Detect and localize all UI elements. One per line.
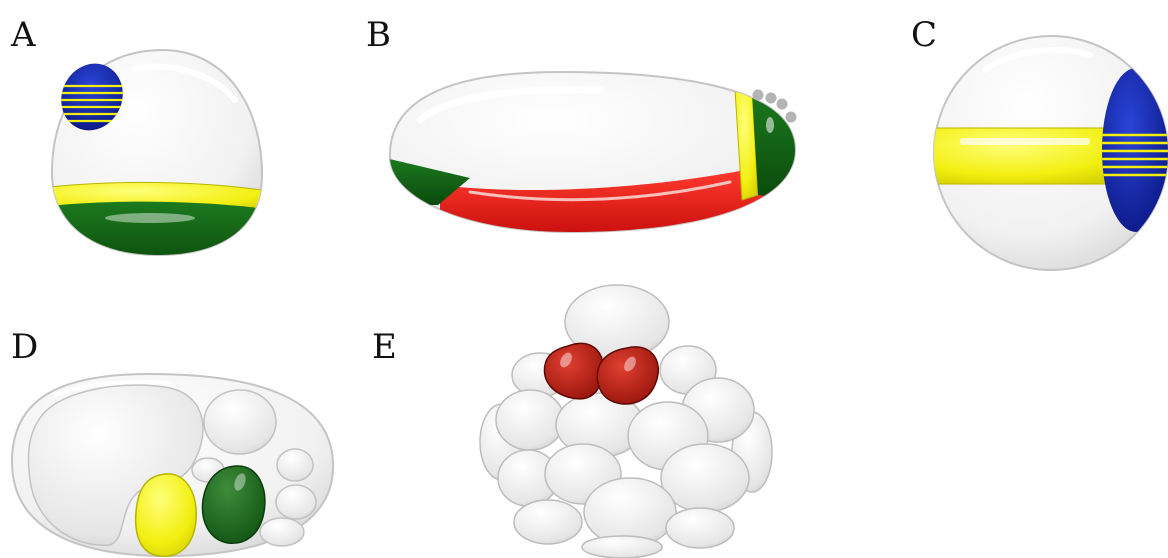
panel-label-d: D bbox=[11, 327, 38, 367]
embryo-a-green-region bbox=[40, 202, 275, 270]
embryo-c-yellow-band bbox=[930, 128, 1130, 184]
embryo-d-green-cell bbox=[202, 466, 264, 543]
panel-c: C bbox=[911, 15, 1168, 270]
embryo-c bbox=[930, 36, 1168, 270]
panel-e: E bbox=[372, 285, 772, 558]
embryo-a-green-highlight bbox=[105, 213, 195, 223]
embryo-d-cell-2 bbox=[204, 390, 276, 454]
embryo-c-yellow-highlight bbox=[960, 138, 1090, 145]
embryo-d bbox=[12, 374, 333, 556]
embryo-b bbox=[385, 72, 800, 245]
panel-label-b: B bbox=[366, 15, 391, 55]
embryo-d-cell-5 bbox=[260, 518, 304, 546]
panel-label-c: C bbox=[911, 15, 937, 55]
embryo-e-cell-bottom-right bbox=[666, 508, 734, 548]
embryo-b-green-right bbox=[752, 90, 800, 200]
embryo-d-cell-3 bbox=[277, 449, 313, 481]
panel-b: B bbox=[366, 15, 800, 245]
embryo-e-cell-left-mid bbox=[496, 390, 564, 450]
embryo-e-cell-base bbox=[582, 536, 662, 558]
panel-a: A bbox=[10, 15, 275, 270]
embryo-d-cell-4 bbox=[276, 485, 316, 519]
embryo-b-green-right-highlight bbox=[766, 117, 774, 133]
embryo-e-cell-bottom-left bbox=[514, 500, 582, 544]
panel-label-e: E bbox=[372, 327, 397, 367]
panel-label-a: A bbox=[10, 15, 36, 55]
embryo-d-yellow-cell bbox=[136, 474, 197, 556]
embryo-e bbox=[480, 285, 772, 558]
panel-d: D bbox=[11, 327, 333, 556]
embryo-a bbox=[40, 50, 275, 270]
